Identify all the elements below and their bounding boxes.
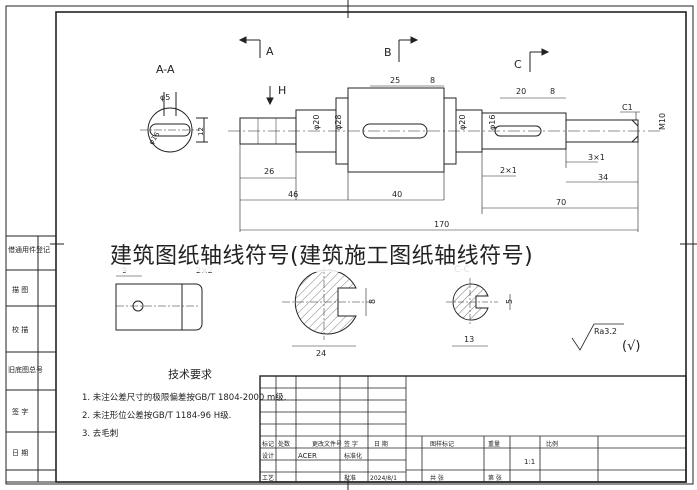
tb-count: 处数	[278, 440, 290, 448]
dim-c1: C1	[622, 103, 633, 112]
tb-stage-mark: 图样标记	[430, 440, 454, 448]
tb-approve-date: 2024/8/1	[370, 475, 397, 482]
dim-20: 20	[516, 87, 526, 96]
dim-m10: M10	[658, 113, 667, 130]
dim-12: 12	[197, 127, 205, 136]
dim-46: 46	[288, 190, 298, 199]
dim-26: 26	[264, 167, 274, 176]
tech-requirements: 技术要求 1. 未注公差尺寸的极限偏差按GB/T 1804-2000 m级. 2…	[82, 368, 287, 439]
section-markers: A B C H	[238, 36, 550, 106]
tb-date: 日 期	[374, 440, 388, 448]
tb-mark: 标记	[262, 440, 274, 448]
dim-70: 70	[556, 198, 566, 207]
tb-design: 设计	[262, 452, 274, 460]
tech-title: 技术要求	[168, 368, 212, 381]
dim-25: 25	[390, 76, 400, 85]
dim-8b: 8	[550, 87, 555, 96]
sidebar-cell-3: 旧底图总号	[8, 365, 43, 374]
section-c-view: C-C 5 13	[446, 265, 514, 347]
dim-2x1: 2×1	[500, 166, 517, 175]
tb-approve: 批准	[344, 474, 356, 482]
tb-standardize: 标准化	[344, 452, 362, 460]
dim-3x1: 3×1	[588, 153, 605, 162]
sidebar-cell-1: 描 图	[12, 285, 28, 294]
roughness-note: Ra3.2 (√)	[571, 323, 640, 354]
sidebar-cell-0: 借通用件登记	[8, 245, 50, 254]
end-view-h: 9 2×2	[115, 266, 213, 331]
section-c-label: C	[514, 58, 522, 71]
dim-5: 5	[505, 299, 514, 304]
dim-phi20b: φ20	[458, 115, 467, 130]
title-block: 标记 处数 更改文件号 签 字 日 期 设计 ACER 标准化 工艺 批准 20…	[259, 375, 687, 483]
dim-170: 170	[434, 220, 449, 229]
tb-scale-value: 1:1	[524, 458, 535, 466]
section-aa-label: A-A	[156, 63, 175, 76]
diameter-labels: φ20 φ28 φ20 φ16 M10	[312, 113, 667, 130]
section-b-label: B	[384, 46, 392, 59]
tb-file-no: 更改文件号	[312, 440, 342, 448]
left-sidebar: 借通用件登记 描 图 校 描 旧底图总号 签 字 日 期	[5, 235, 57, 483]
tb-sheet-of: 第 张	[488, 474, 502, 482]
dim-phi28: φ28	[334, 115, 343, 130]
dim-40: 40	[392, 190, 402, 199]
bottom-dimensions: 26 3×1 2×1 34 46 40 70 170	[239, 142, 639, 232]
sidebar-cell-4: 签 字	[12, 407, 28, 416]
tb-sheet: 共 张	[430, 474, 444, 482]
dim-phi20a: φ20	[312, 115, 321, 130]
tb-scale: 比例	[546, 440, 558, 448]
main-shaft	[228, 87, 660, 173]
dim-24: 24	[316, 349, 326, 358]
tech-item-1: 1. 未注公差尺寸的极限偏差按GB/T 1804-2000 m级.	[82, 392, 287, 403]
section-a-label: A	[266, 45, 274, 58]
dim-13: 13	[464, 335, 474, 344]
tb-weight: 重量	[488, 440, 500, 448]
section-h-label: H	[278, 84, 286, 97]
page-title-overlay: 建筑图纸轴线符号(建筑施工图纸轴线符号)	[106, 236, 538, 272]
dim-34: 34	[598, 173, 608, 182]
tb-designer: ACER	[298, 452, 317, 460]
tb-process: 工艺	[262, 474, 274, 482]
dim-8c: 8	[368, 299, 377, 304]
section-b-view: 8 24	[282, 266, 377, 358]
sidebar-cell-5: 日 期	[12, 449, 28, 457]
dim-phi5: φ5	[160, 93, 170, 102]
tech-item-2: 2. 未注形位公差按GB/T 1184-96 H级.	[82, 410, 231, 421]
dim-phi16b: φ16	[488, 115, 497, 130]
tb-signature: 签 字	[344, 440, 358, 448]
sidebar-cell-2: 校 描	[12, 325, 28, 334]
roughness-symbol: (√)	[622, 339, 640, 354]
roughness-ra: Ra3.2	[594, 327, 617, 336]
tech-item-3: 3. 去毛刺	[82, 428, 118, 439]
section-aa-view: A-A φ5 φ16 12	[140, 63, 208, 153]
dim-8a: 8	[430, 76, 435, 85]
top-dimensions: 25 8 20 8 C1	[370, 76, 640, 120]
